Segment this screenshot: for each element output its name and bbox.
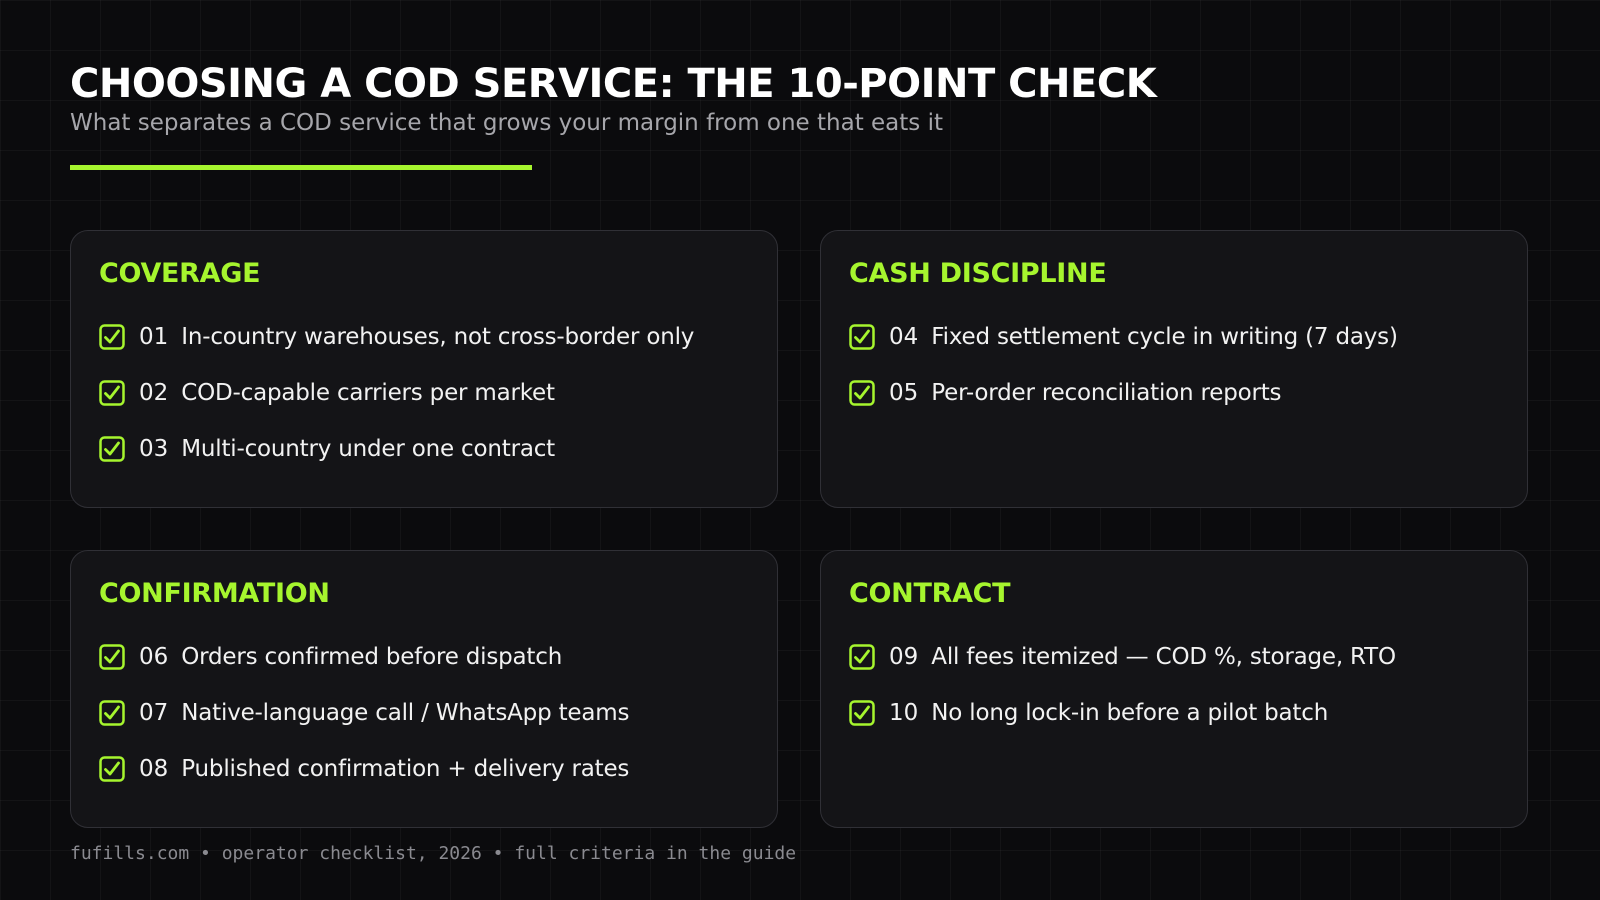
checklist-item: 07 Native-language call / WhatsApp teams	[99, 685, 749, 741]
card-title: CASH DISCIPLINE	[849, 258, 1107, 289]
checkbox-checked-icon	[849, 380, 875, 406]
checkbox-checked-icon	[99, 380, 125, 406]
item-number: 08	[139, 756, 169, 782]
checklist-item: 08 Published confirmation + delivery rat…	[99, 741, 749, 797]
checklist-item: 10 No long lock-in before a pilot batch	[849, 685, 1499, 741]
card-coverage: COVERAGE 01 In-country warehouses, not c…	[70, 230, 778, 508]
item-number: 03	[139, 436, 169, 462]
item-number: 07	[139, 700, 169, 726]
item-number: 06	[139, 644, 169, 670]
item-text: Published confirmation + delivery rates	[181, 756, 630, 782]
item-text: Per-order reconciliation reports	[931, 380, 1282, 406]
card-title: CONTRACT	[849, 578, 1011, 609]
checklist-item: 02 COD-capable carriers per market	[99, 365, 749, 421]
page-title: CHOOSING A COD SERVICE: THE 10-POINT CHE…	[70, 61, 1157, 107]
item-text: Native-language call / WhatsApp teams	[181, 700, 630, 726]
checklist-item: 09 All fees itemized — COD %, storage, R…	[849, 629, 1499, 685]
item-number: 02	[139, 380, 169, 406]
checkbox-checked-icon	[849, 644, 875, 670]
footer-caption: fufills.com • operator checklist, 2026 •…	[70, 843, 797, 864]
item-number: 09	[889, 644, 919, 670]
item-text: Fixed settlement cycle in writing (7 day…	[931, 324, 1398, 350]
title-underline	[70, 165, 532, 170]
checkbox-checked-icon	[99, 644, 125, 670]
item-number: 01	[139, 324, 169, 350]
checklist-item: 06 Orders confirmed before dispatch	[99, 629, 749, 685]
item-text: In-country warehouses, not cross-border …	[181, 324, 695, 350]
item-text: Multi-country under one contract	[181, 436, 555, 462]
card-title: COVERAGE	[99, 258, 261, 289]
card-title: CONFIRMATION	[99, 578, 330, 609]
checkbox-checked-icon	[849, 700, 875, 726]
checkbox-checked-icon	[99, 436, 125, 462]
checklist-item: 05 Per-order reconciliation reports	[849, 365, 1499, 421]
item-text: All fees itemized — COD %, storage, RTO	[931, 644, 1396, 670]
checklist-item: 01 In-country warehouses, not cross-bord…	[99, 309, 749, 365]
item-text: No long lock-in before a pilot batch	[931, 700, 1329, 726]
checkbox-checked-icon	[849, 324, 875, 350]
checklist-item: 03 Multi-country under one contract	[99, 421, 749, 477]
checkbox-checked-icon	[99, 324, 125, 350]
card-confirmation: CONFIRMATION 06 Orders confirmed before …	[70, 550, 778, 828]
card-contract: CONTRACT 09 All fees itemized — COD %, s…	[820, 550, 1528, 828]
item-text: Orders confirmed before dispatch	[181, 644, 563, 670]
header: CHOOSING A COD SERVICE: THE 10-POINT CHE…	[70, 60, 1157, 138]
item-number: 10	[889, 700, 919, 726]
item-text: COD-capable carriers per market	[181, 380, 555, 406]
checkbox-checked-icon	[99, 700, 125, 726]
item-number: 04	[889, 324, 919, 350]
item-number: 05	[889, 380, 919, 406]
checklist-item: 04 Fixed settlement cycle in writing (7 …	[849, 309, 1499, 365]
card-cash-discipline: CASH DISCIPLINE 04 Fixed settlement cycl…	[820, 230, 1528, 508]
checkbox-checked-icon	[99, 756, 125, 782]
page-subtitle: What separates a COD service that grows …	[70, 110, 944, 136]
